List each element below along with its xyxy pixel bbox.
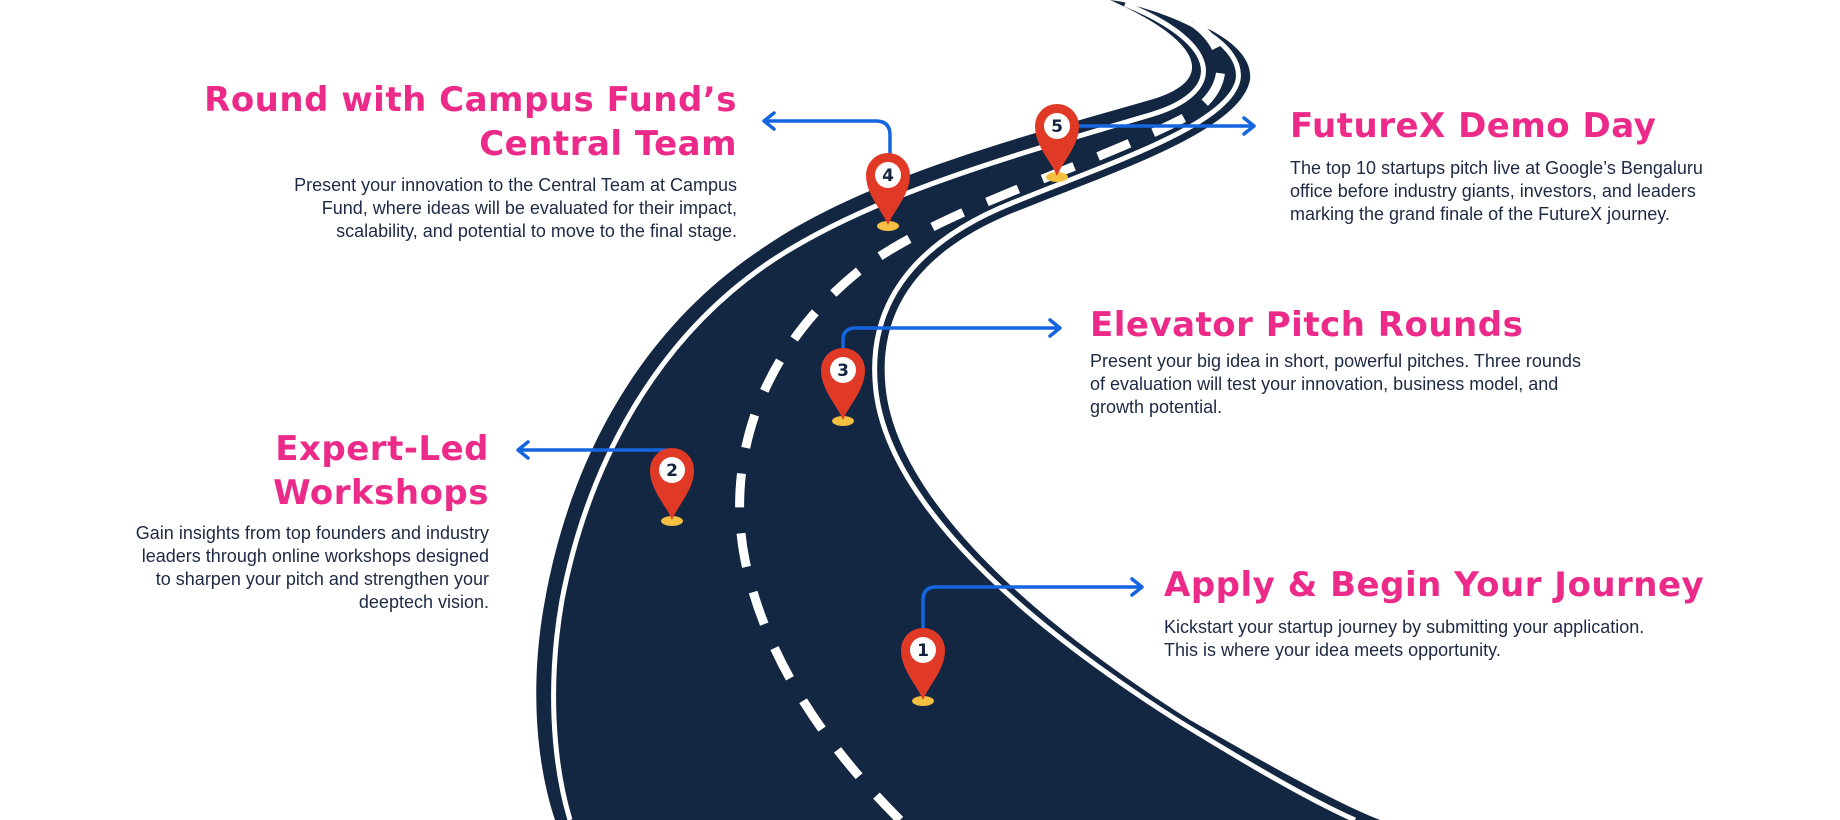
step-5-title: FutureX Demo Day xyxy=(1290,106,1657,146)
step-2-title: Expert-Led Workshops xyxy=(273,427,489,515)
pin-marker-3[interactable]: 3 xyxy=(821,348,865,426)
pin-base xyxy=(661,516,683,526)
arrowhead-step-1 xyxy=(1130,577,1144,597)
arrow-step-3 xyxy=(841,326,1060,352)
step-2-description-line: Gain insights from top founders and indu… xyxy=(135,523,489,543)
step-3-title: Elevator Pitch Rounds xyxy=(1090,305,1524,345)
pin-marker-5[interactable]: 5 xyxy=(1035,104,1079,182)
pin-marker-4[interactable]: 4 xyxy=(866,153,910,231)
step-2-description: Gain insights from top founders and indu… xyxy=(136,522,489,614)
step-2-title-line: Expert-Led xyxy=(275,429,489,469)
step-4-description-line: Fund, where ideas will be evaluated for … xyxy=(321,198,737,218)
step-4-title: Round with Campus Fund’s Central Team xyxy=(204,78,737,166)
step-1-description-line: Kickstart your startup journey by submit… xyxy=(1164,617,1645,637)
arrow-step-4 xyxy=(764,119,892,162)
road-edge-left xyxy=(551,1,1206,820)
step-4-description-line: Present your innovation to the Central T… xyxy=(294,175,737,195)
step-4-description: Present your innovation to the Central T… xyxy=(294,174,737,243)
step-4-title-line: Central Team xyxy=(479,124,737,164)
pin-base xyxy=(912,696,934,706)
arrowhead-step-2 xyxy=(516,440,530,460)
pin-number: 5 xyxy=(1051,117,1063,137)
step-5-description-line: The top 10 startups pitch live at Google… xyxy=(1290,158,1703,178)
pin-base xyxy=(877,221,899,231)
step-5-description-line: office before industry giants, investors… xyxy=(1290,181,1696,201)
step-4-description-line: scalability, and potential to move to th… xyxy=(336,221,737,241)
step-2-description-line: deeptech vision. xyxy=(358,592,489,612)
pin-number: 3 xyxy=(837,361,849,381)
step-3-description-line: Present your big idea in short, powerful… xyxy=(1090,351,1581,371)
step-1-description-line: This is where your idea meets opportunit… xyxy=(1164,640,1501,660)
step-5-description-line: marking the grand finale of the FutureX … xyxy=(1290,204,1670,224)
step-3-description-line: of evaluation will test your innovation,… xyxy=(1090,374,1559,394)
pin-base xyxy=(1046,172,1068,182)
step-1-description: Kickstart your startup journey by submit… xyxy=(1164,616,1644,662)
arrowhead-step-3 xyxy=(1048,318,1062,338)
pin-number: 1 xyxy=(917,641,929,661)
road-body xyxy=(536,0,1380,820)
pin-number: 2 xyxy=(666,461,678,481)
pin-number: 4 xyxy=(882,166,894,186)
step-1-title: Apply & Begin Your Journey xyxy=(1164,565,1705,605)
step-5-description: The top 10 startups pitch live at Google… xyxy=(1290,157,1703,226)
arrowhead-step-4 xyxy=(762,111,776,131)
pin-marker-2[interactable]: 2 xyxy=(650,448,694,526)
pin-marker-1[interactable]: 1 xyxy=(901,628,945,706)
step-3-description: Present your big idea in short, powerful… xyxy=(1090,350,1581,419)
pin-base xyxy=(832,416,854,426)
road-center-dashes xyxy=(735,16,1226,820)
arrow-step-1 xyxy=(921,585,1142,632)
step-2-description-line: to sharpen your pitch and strengthen you… xyxy=(155,569,489,589)
step-2-title-line: Workshops xyxy=(273,473,489,513)
step-3-description-line: growth potential. xyxy=(1090,397,1223,417)
road-edge-right xyxy=(872,0,1357,820)
arrowhead-step-5 xyxy=(1242,116,1256,136)
step-4-title-line: Round with Campus Fund’s xyxy=(204,80,737,120)
step-2-description-line: leaders through online workshops designe… xyxy=(141,546,489,566)
